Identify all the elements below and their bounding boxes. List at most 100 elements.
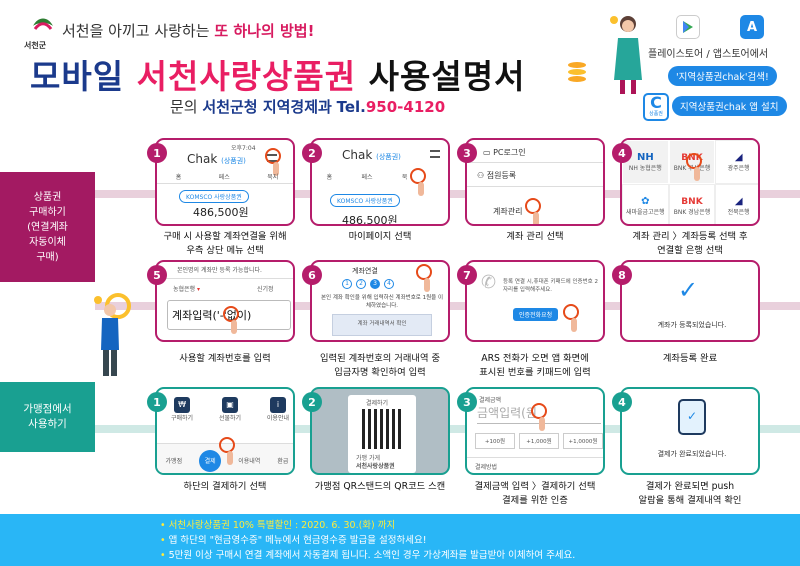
phone-check-icon: ✓ bbox=[678, 399, 706, 435]
progress-step: 3 bbox=[370, 279, 380, 289]
menu-guide-label: 이용안내 bbox=[266, 415, 289, 422]
caption-line: 계좌 관리 〉계좌등록 선택 후 bbox=[632, 231, 748, 242]
install-pill: 지역상품권chak 앱 설치 bbox=[672, 96, 787, 116]
account-manage-label[interactable]: 계좌관리 bbox=[493, 207, 523, 216]
purchase-label-line: 상품권 bbox=[33, 191, 62, 203]
contact-office: 서천군청 지역경제과 bbox=[202, 98, 332, 116]
ars-note: 등록 연결 시,휴대폰 키패드에 인증번호 2자리를 입력해주세요. bbox=[503, 279, 598, 293]
menu-gift-label: 선물하기 bbox=[218, 415, 242, 422]
caption-line: 계좌 관리 선택 bbox=[506, 231, 564, 242]
purchase-label-line: (연결계좌 bbox=[27, 221, 68, 233]
step-number: 3 bbox=[457, 392, 477, 412]
tab-bar: 홈 페스 북 bbox=[312, 172, 422, 184]
step-number: 4 bbox=[612, 392, 632, 412]
step-card-3: ▭ PC로그인 ⚇ 점원등록 계좌관리 bbox=[465, 138, 605, 226]
selected-bank-name: 농협은행 bbox=[173, 286, 196, 293]
step-card-8: ✓ 계좌가 등록되었습니다. bbox=[620, 260, 760, 342]
bank-tile[interactable]: ✿새마을금고은행 bbox=[622, 184, 669, 224]
nav-pay[interactable]: 결제 bbox=[199, 449, 222, 472]
pc-login: ▭ PC로그인 bbox=[483, 147, 526, 158]
step-caption: 계좌등록 완료 bbox=[620, 352, 760, 366]
logo-text: 서천군 bbox=[24, 41, 47, 50]
bank-tile[interactable]: ◢전북은행 bbox=[715, 184, 758, 224]
footer-note-2: • 앱 하단의 "현금영수증" 메뉴에서 현금영수증 발급을 설정하세요! bbox=[160, 532, 427, 546]
step-number: 6 bbox=[302, 265, 322, 285]
tab-home[interactable]: 홈 bbox=[326, 174, 333, 181]
nav-merchants[interactable]: 가맹점 bbox=[165, 458, 183, 465]
member-register: ⚇ 점원등록 bbox=[477, 170, 516, 181]
tab-other[interactable]: 북 bbox=[401, 174, 408, 181]
step-number: 1 bbox=[147, 143, 167, 163]
progress-step: 1 bbox=[342, 279, 352, 289]
tab-pass[interactable]: 페스 bbox=[361, 174, 373, 181]
contact-tel: 950-4120 bbox=[365, 98, 446, 116]
nav-history[interactable]: 이용내역 bbox=[238, 458, 261, 465]
bank-tile[interactable]: ◢광주은행 bbox=[715, 140, 758, 184]
bank-name: 광주은행 bbox=[727, 165, 750, 172]
tab-other[interactable]: 북지 bbox=[267, 174, 279, 181]
menu-icon[interactable] bbox=[430, 150, 440, 158]
footer-bullet: • bbox=[160, 535, 166, 546]
step-number: 7 bbox=[457, 265, 477, 285]
contact-tel-label: Tel. bbox=[336, 98, 366, 116]
tab-pass[interactable]: 페스 bbox=[218, 174, 230, 181]
step-card-7: ✆ 등록 연결 시,휴대폰 키패드에 인증번호 2자리를 입력해주세요. 인증전… bbox=[465, 260, 605, 342]
pay-method-label: 결제방법 bbox=[475, 464, 498, 471]
step-number: 8 bbox=[612, 265, 632, 285]
chak-icon-letter: C bbox=[650, 93, 662, 112]
add-100-button[interactable]: +100원 bbox=[475, 433, 515, 449]
app-title: Chak bbox=[187, 152, 218, 166]
transfer-note: 본인 계좌 확인을 위해 입력하신 계좌번호로 1원을 이체하였습니다. bbox=[321, 295, 443, 309]
amount-label: 결제금액 bbox=[479, 397, 502, 404]
caption-line: 결제금액 입력 〉결제하기 선택 bbox=[474, 481, 596, 492]
balance-amount: 486,500원 bbox=[342, 214, 398, 226]
caption-line: 연결할 은행 선택 bbox=[657, 245, 723, 256]
slogan-prefix: 서천을 아끼고 사랑하는 bbox=[62, 22, 210, 40]
tap-hand-icon bbox=[219, 437, 235, 465]
caption-line: 구매 시 사용할 계좌연결을 위해 bbox=[163, 231, 287, 242]
tap-hand-icon bbox=[531, 403, 547, 431]
step-card-1: 오후7:04 Chak (상품권) 홈 페스 북지 KOMSCO 사랑상품권 4… bbox=[155, 138, 295, 226]
qr-label2: 서천사랑상품권 bbox=[356, 463, 395, 470]
app-sub: (상품권) bbox=[376, 153, 401, 161]
komsco-badge: KOMSCO 사랑상품권 bbox=[179, 190, 249, 203]
caption-line: 입금자명 확인하여 입력 bbox=[334, 367, 426, 378]
footer-bullet: • bbox=[160, 520, 166, 531]
account-note: 본인명의 계좌만 등록 가능합니다. bbox=[177, 267, 262, 274]
step-number: 1 bbox=[147, 392, 167, 412]
pc-login-label: PC로그인 bbox=[493, 148, 526, 157]
caption-line: 알람을 통해 결제내역 확인 bbox=[638, 495, 742, 506]
member-register-label: 점원등록 bbox=[486, 171, 517, 180]
menu-gift[interactable]: ▣선물하기 bbox=[219, 397, 241, 422]
seocheon-logo bbox=[30, 14, 56, 44]
store-label-line: 가맹점에서 bbox=[23, 403, 72, 415]
change-label: 신기정 bbox=[257, 286, 274, 293]
add-1000-button[interactable]: +1,000원 bbox=[519, 433, 559, 449]
status-time: 오후7:04 bbox=[231, 145, 256, 152]
tap-hand-icon bbox=[416, 264, 432, 292]
footer-text: 서천사랑상품권 10% 특별할인 : 2020. 6. 30.(화) 까지 bbox=[168, 520, 396, 531]
step-number: 2 bbox=[302, 392, 322, 412]
step-card-5: 본인명의 계좌만 등록 가능합니다. 농협은행 ▾ 신기정 계좌입력('-'없이… bbox=[155, 260, 295, 342]
caption-line: 사용할 계좌번호를 입력 bbox=[179, 353, 271, 364]
auth-call-button[interactable]: 인증전화요청 bbox=[513, 308, 559, 321]
qr-icon[interactable] bbox=[362, 409, 402, 449]
add-10000-button[interactable]: +1,0000원 bbox=[563, 433, 603, 449]
progress-steps: 1 2 3 4 bbox=[342, 279, 394, 289]
tab-home[interactable]: 홈 bbox=[175, 174, 182, 181]
google-play-icon bbox=[676, 15, 700, 39]
nav-refund[interactable]: 환급 bbox=[277, 458, 289, 465]
menu-purchase[interactable]: ₩구매하기 bbox=[171, 397, 193, 422]
tap-hand-icon bbox=[525, 198, 541, 224]
history-hint: 계좌 거래내역서 확인 bbox=[332, 314, 432, 336]
